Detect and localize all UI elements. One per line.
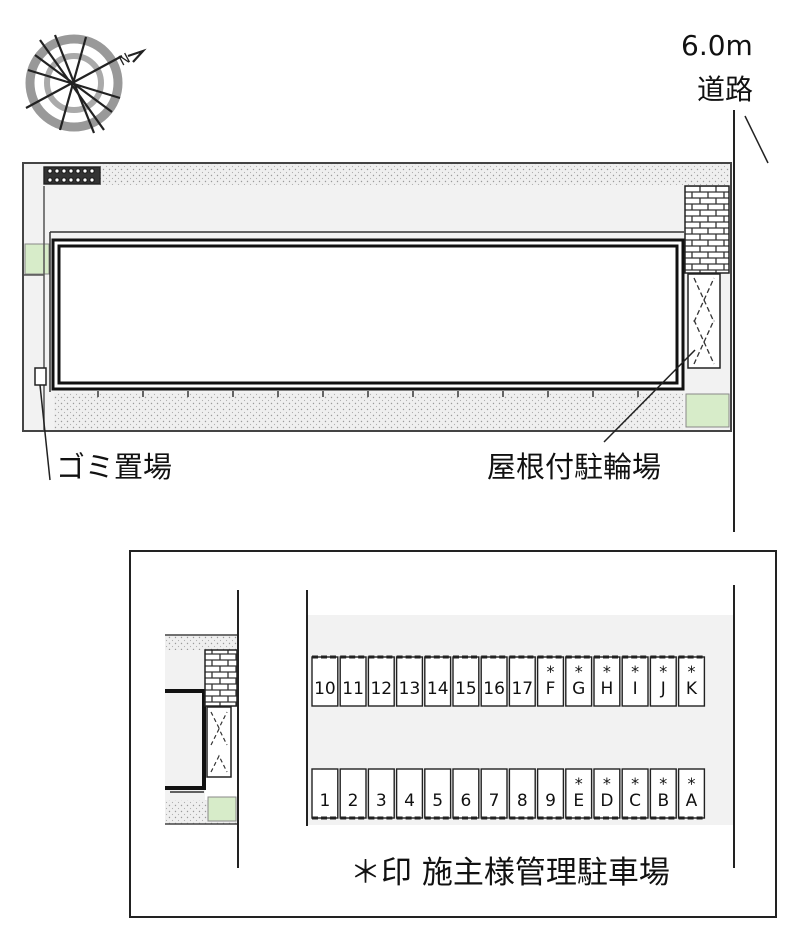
top-slot-label-G: G xyxy=(572,679,585,699)
bottom-slot-label-8: 8 xyxy=(517,791,528,811)
top-slot-star-F: * xyxy=(547,662,555,681)
top-slot-label-J: J xyxy=(660,679,666,699)
brick-wall xyxy=(684,185,730,274)
trash-leader xyxy=(39,384,51,481)
bottom-slot-star-D: * xyxy=(603,774,611,793)
road-name-label: 道路 xyxy=(697,73,754,106)
bottom-slot-label-2: 2 xyxy=(348,791,359,811)
top-slot-star-K: * xyxy=(688,662,696,681)
bottom-slot-label-5: 5 xyxy=(432,791,443,811)
bottom-slot-label-4: 4 xyxy=(404,791,415,811)
bottom-slot-8 xyxy=(508,768,536,819)
top-slot-star-H: * xyxy=(603,662,611,681)
bottom-slot-label-9: 9 xyxy=(545,791,556,811)
bottom-slot-label-E: E xyxy=(573,791,584,811)
bottom-slot-label-C: C xyxy=(629,791,641,811)
bottom-slot-star-C: * xyxy=(631,774,639,793)
bottom-slot-label-1: 1 xyxy=(319,791,330,811)
bottom-slot-7 xyxy=(480,768,508,819)
top-slot-13 xyxy=(395,656,424,707)
bottom-slot-label-3: 3 xyxy=(376,791,387,811)
trash-box xyxy=(34,367,47,386)
bike-shed-label: 屋根付駐輪場 xyxy=(487,450,662,484)
top-slot-label-F: F xyxy=(546,679,556,699)
compass-icon: N xyxy=(25,34,147,134)
road-width-label: 6.0m xyxy=(681,29,753,62)
top-slot-label-14: 14 xyxy=(427,679,449,699)
top-slot-15 xyxy=(452,656,480,707)
bottom-slot-1 xyxy=(311,768,339,819)
bottom-slot-label-B: B xyxy=(657,791,669,811)
bottom-slot-6 xyxy=(452,768,480,819)
top-slot-I xyxy=(621,656,649,707)
bike-leader xyxy=(603,349,696,443)
top-slot-star-G: * xyxy=(575,662,583,681)
top-slot-label-H: H xyxy=(601,679,614,699)
bottom-strip xyxy=(54,393,683,430)
bottom-slot-label-D: D xyxy=(600,791,613,811)
top-strip xyxy=(100,164,729,185)
top-slot-14 xyxy=(424,656,452,707)
top-slot-label-15: 15 xyxy=(455,679,477,699)
top-slot-label-13: 13 xyxy=(399,679,421,699)
top-slot-K xyxy=(677,656,706,707)
top-slot-J xyxy=(649,656,677,707)
top-slot-label-11: 11 xyxy=(342,679,364,699)
bottom-slot-label-A: A xyxy=(686,791,698,811)
bottom-slot-9 xyxy=(536,768,565,819)
planting-left xyxy=(24,243,50,275)
grating xyxy=(43,166,101,185)
top-slot-label-10: 10 xyxy=(314,679,336,699)
top-slot-16 xyxy=(480,656,508,707)
top-slot-label-K: K xyxy=(686,679,698,699)
top-slot-star-J: * xyxy=(659,662,667,681)
building xyxy=(51,238,685,397)
top-slot-label-17: 17 xyxy=(511,679,533,699)
top-slot-G xyxy=(565,656,593,707)
top-slot-label-16: 16 xyxy=(483,679,505,699)
bottom-slot-star-E: * xyxy=(575,774,583,793)
bottom-slot-A xyxy=(677,768,706,819)
top-slot-star-I: * xyxy=(631,662,639,681)
detail-building-end xyxy=(165,590,239,868)
top-slot-label-12: 12 xyxy=(370,679,392,699)
top-slot-11 xyxy=(339,656,367,707)
bottom-slot-label-6: 6 xyxy=(460,791,471,811)
bottom-slot-E xyxy=(565,768,593,819)
road-leader-line xyxy=(744,115,769,164)
bottom-slot-star-A: * xyxy=(688,774,696,793)
bike-shed xyxy=(687,273,721,369)
top-slot-10 xyxy=(311,656,339,707)
top-slot-17 xyxy=(508,656,536,707)
legend-note: ＊印 施主様管理駐車場 xyxy=(350,855,670,891)
trash-area-label: ゴミ置場 xyxy=(56,450,173,484)
bottom-slot-star-B: * xyxy=(659,774,667,793)
bottom-slot-3 xyxy=(367,768,395,819)
bottom-slot-label-7: 7 xyxy=(489,791,500,811)
planting-right xyxy=(685,393,730,428)
top-slot-label-I: I xyxy=(633,679,638,699)
